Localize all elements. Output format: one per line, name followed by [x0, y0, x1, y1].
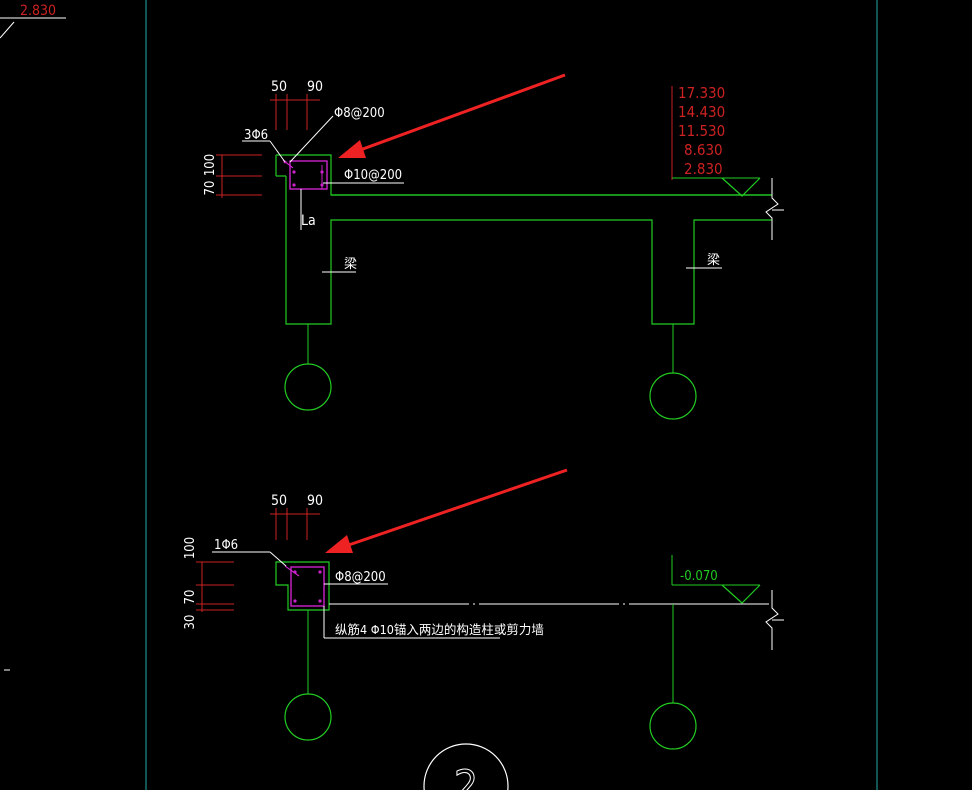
lower-dim-50: 50 — [271, 493, 287, 509]
upper-elevation-value: 8.630 — [684, 141, 723, 159]
lower-axis-circle-left — [284, 693, 332, 741]
upper-detail: 50 90 100 70 3Φ6 Φ8@200 Φ10@200 La 梁 梁 1… — [203, 73, 784, 420]
upper-axis-circle-left — [284, 363, 332, 411]
lower-elevation-triangle — [721, 584, 761, 604]
lower-note: 纵筋4 Φ10锚入两边的构造柱或剪力墙 — [335, 622, 544, 637]
upper-stirrup-box — [289, 160, 328, 190]
upper-stirrup-phi8: Φ8@200 — [334, 106, 385, 121]
upper-dim-70: 70 — [203, 181, 218, 196]
lower-dim-70: 70 — [183, 590, 198, 605]
lower-dim-90: 90 — [307, 493, 323, 509]
lower-red-arrow — [339, 468, 568, 550]
section-number-text: 2 — [454, 761, 478, 790]
upper-elevation-value: 17.330 — [678, 84, 725, 102]
upper-beam-label-left: 梁 — [344, 257, 357, 272]
upper-dim-90: 90 — [307, 79, 323, 95]
upper-axis-circle-right — [649, 372, 697, 420]
upper-la-label: La — [301, 213, 316, 229]
lower-rebar-1phi6: 1Φ6 — [214, 538, 238, 553]
upper-beam-label-right: 梁 — [707, 253, 720, 268]
upper-break-line — [765, 178, 779, 240]
lower-stirrup-box — [290, 566, 325, 607]
lower-stirrup-phi8: Φ8@200 — [335, 570, 386, 585]
lower-axis-circle-right — [649, 702, 697, 750]
section-number-mark: 2 — [423, 743, 509, 790]
upper-rebar-phi10: Φ10@200 — [344, 168, 402, 183]
lower-dim-100: 100 — [183, 537, 198, 559]
upper-elevation-value: 2.830 — [684, 160, 723, 178]
lower-detail: -0.070 50 90 100 70 30 1Φ6 Φ8@200 — [183, 468, 784, 750]
upper-elevation-value: 14.430 — [678, 103, 725, 121]
lower-dim-30: 30 — [183, 615, 198, 630]
lower-elevation-text: -0.070 — [680, 569, 718, 584]
upper-red-arrow — [351, 73, 566, 155]
upper-rebar-3phi6: 3Φ6 — [244, 128, 268, 143]
topleft-elevation-mark: 2.830 — [0, 3, 66, 671]
lower-break-line — [765, 590, 779, 650]
upper-elevation-triangle — [721, 177, 761, 197]
upper-dim-100: 100 — [203, 154, 218, 176]
upper-dim-50: 50 — [271, 79, 287, 95]
topleft-elevation-text: 2.830 — [20, 3, 56, 19]
upper-elevation-value: 11.530 — [678, 122, 725, 140]
lower-beam-outline — [275, 561, 330, 611]
